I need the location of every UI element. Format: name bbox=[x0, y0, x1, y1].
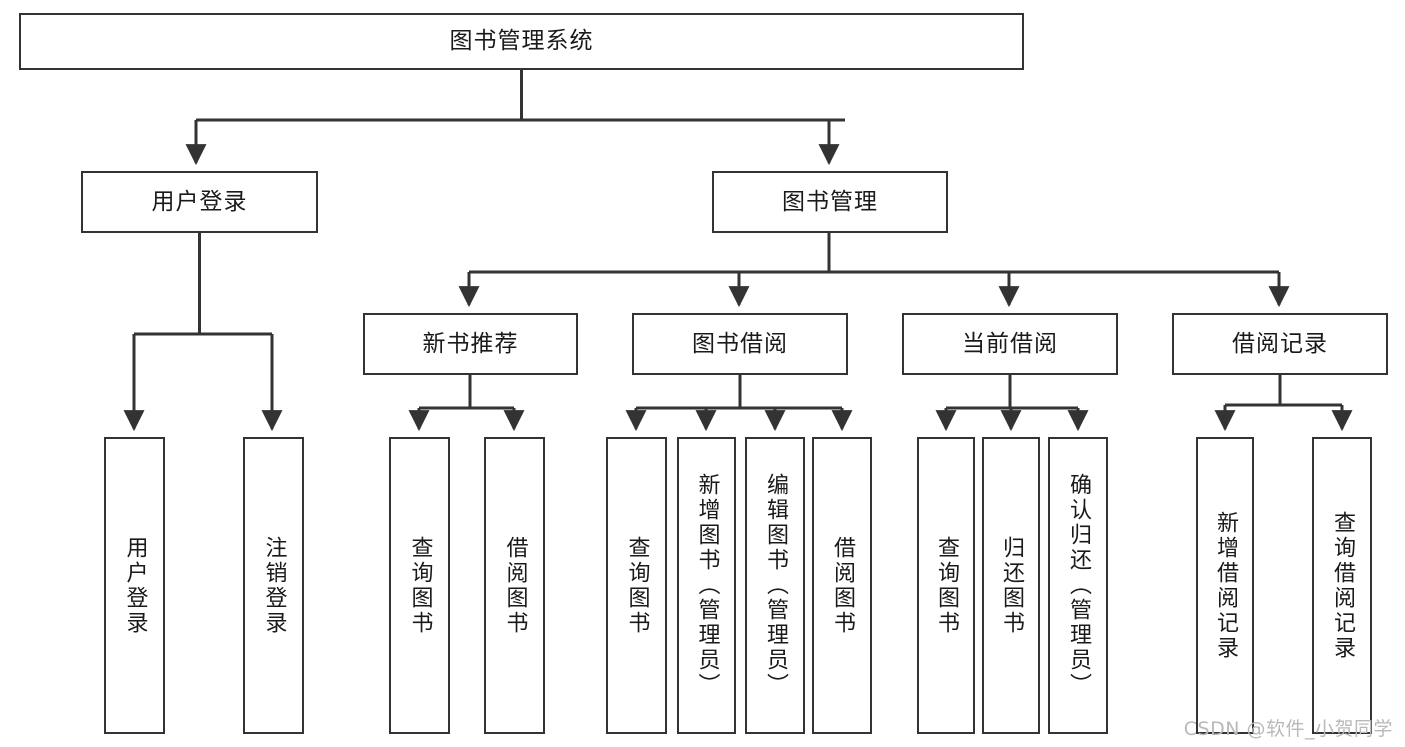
node-new-book-recommend-label: 新书推荐 bbox=[422, 330, 519, 357]
node-book-borrow[interactable]: 图书借阅 bbox=[632, 313, 848, 375]
node-leaf-query-book-3-label: 查询图书 bbox=[934, 535, 959, 636]
node-user-login[interactable]: 用户登录 bbox=[81, 171, 318, 233]
node-leaf-borrow-book-1-label: 借阅图书 bbox=[502, 535, 528, 636]
node-leaf-user-login-label: 用户登录 bbox=[122, 535, 148, 636]
node-leaf-edit-book-admin[interactable]: 编辑图书（管理员） bbox=[745, 437, 805, 734]
node-leaf-borrow-book-2[interactable]: 借阅图书 bbox=[812, 437, 872, 734]
node-leaf-add-book-admin[interactable]: 新增图书（管理员） bbox=[677, 437, 736, 734]
node-book-borrow-label: 图书借阅 bbox=[692, 330, 788, 357]
node-leaf-query-book-2-label: 查询图书 bbox=[624, 535, 650, 636]
node-leaf-query-borrow-record-label: 查询借阅记录 bbox=[1330, 510, 1355, 661]
node-leaf-query-book-3[interactable]: 查询图书 bbox=[917, 437, 975, 734]
node-leaf-add-borrow-record[interactable]: 新增借阅记录 bbox=[1196, 437, 1254, 734]
node-new-book-recommend[interactable]: 新书推荐 bbox=[363, 313, 578, 375]
node-leaf-edit-book-admin-label: 编辑图书（管理员） bbox=[763, 473, 788, 698]
node-root[interactable]: 图书管理系统 bbox=[19, 13, 1024, 70]
node-leaf-query-book-2[interactable]: 查询图书 bbox=[606, 437, 667, 734]
node-leaf-return-book[interactable]: 归还图书 bbox=[982, 437, 1040, 734]
node-leaf-borrow-book-1[interactable]: 借阅图书 bbox=[484, 437, 545, 734]
node-leaf-query-borrow-record[interactable]: 查询借阅记录 bbox=[1312, 437, 1372, 734]
node-leaf-confirm-return-label: 确认归还（管理员） bbox=[1066, 473, 1091, 698]
node-current-borrow-label: 当前借阅 bbox=[962, 330, 1058, 357]
node-leaf-query-book-1-label: 查询图书 bbox=[407, 535, 433, 636]
node-borrow-record[interactable]: 借阅记录 bbox=[1172, 313, 1388, 375]
node-leaf-user-login[interactable]: 用户登录 bbox=[104, 437, 165, 734]
node-book-management[interactable]: 图书管理 bbox=[712, 171, 948, 233]
node-leaf-logout-login-label: 注销登录 bbox=[261, 535, 287, 636]
node-leaf-add-borrow-record-label: 新增借阅记录 bbox=[1213, 510, 1238, 661]
node-leaf-borrow-book-2-label: 借阅图书 bbox=[830, 535, 855, 636]
node-leaf-add-book-admin-label: 新增图书（管理员） bbox=[694, 473, 720, 698]
node-leaf-logout-login[interactable]: 注销登录 bbox=[243, 437, 304, 734]
node-user-login-label: 用户登录 bbox=[151, 188, 248, 215]
node-current-borrow[interactable]: 当前借阅 bbox=[902, 313, 1118, 375]
watermark-text: CSDN @软件_小贺同学 bbox=[1183, 718, 1393, 740]
node-borrow-record-label: 借阅记录 bbox=[1232, 330, 1328, 357]
node-leaf-confirm-return[interactable]: 确认归还（管理员） bbox=[1048, 437, 1108, 734]
node-root-label: 图书管理系统 bbox=[449, 28, 594, 55]
node-leaf-query-book-1[interactable]: 查询图书 bbox=[389, 437, 450, 734]
node-leaf-return-book-label: 归还图书 bbox=[999, 535, 1024, 636]
node-book-management-label: 图书管理 bbox=[782, 188, 878, 215]
